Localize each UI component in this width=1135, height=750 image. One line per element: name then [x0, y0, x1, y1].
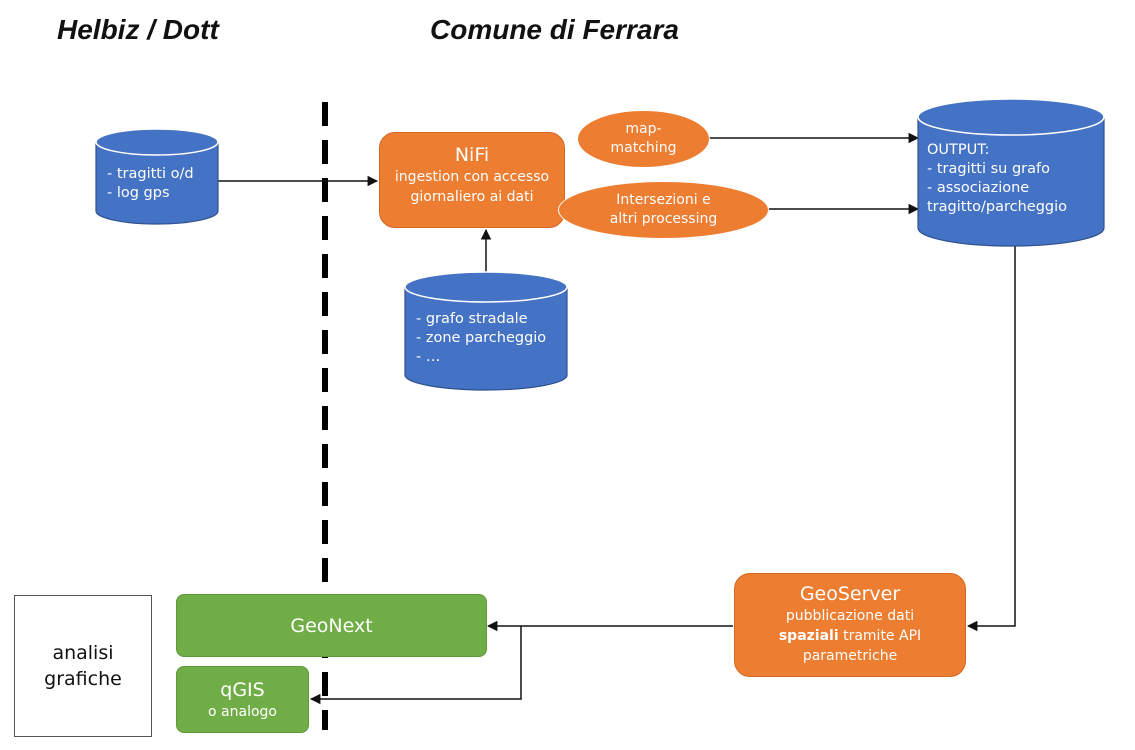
geoserver-title: GeoServer [799, 583, 901, 605]
output-cylinder: OUTPUT: - tragitti su grafo - associazio… [917, 97, 1105, 249]
map-matching-line-2: matching [610, 140, 677, 156]
heading-provider: Helbiz / Dott [57, 14, 219, 45]
source-line-gps: - log gps [107, 185, 170, 201]
geoserver-bold-word: spaziali [778, 628, 839, 644]
map-matching-ellipse: map- matching [577, 110, 710, 168]
geoserver-line-1: pubblicazione dati [785, 608, 915, 624]
output-line-trips: - tragitti su grafo [927, 161, 1050, 177]
map-matching-line-1: map- [625, 121, 662, 137]
analisi-line-2: grafiche [44, 668, 122, 690]
qgis-box: qGIS o analogo [176, 666, 309, 733]
source-data-cylinder: - tragitti o/d - log gps [95, 127, 219, 225]
output-line-association: - associazione [927, 180, 1030, 196]
nifi-line-2: giornaliero ai dati [410, 189, 534, 205]
intersezioni-line-1: Intersezioni e [616, 192, 711, 208]
intersezioni-line-2: altri processing [609, 211, 718, 227]
geonext-label: GeoNext [290, 614, 373, 637]
arrow-output-to-geoserver [966, 246, 1016, 632]
refdata-line-parking: - zone parcheggio [416, 330, 547, 346]
geoserver-line-2: spaziali tramite API [735, 626, 965, 646]
geoserver-line-3: parametriche [802, 648, 898, 664]
heading-municipality: Comune di Ferrara [430, 14, 679, 45]
geoserver-box: GeoServer pubblicazione dati spaziali tr… [734, 573, 966, 677]
refdata-line-graph: - grafo stradale [416, 311, 528, 327]
nifi-line-1: ingestion con accesso [394, 169, 550, 185]
refdata-line-more: - … [416, 349, 441, 365]
analisi-grafiche-box: analisi grafiche [14, 595, 152, 737]
output-line-trip-parking: tragitto/parcheggio [927, 199, 1068, 215]
qgis-title: qGIS [220, 678, 265, 701]
geonext-box: GeoNext [176, 594, 487, 657]
nifi-title: NiFi [454, 144, 490, 166]
arrow-geoserver-to-qgis [309, 626, 522, 705]
intersezioni-ellipse: Intersezioni e altri processing [558, 181, 769, 239]
reference-data-cylinder: - grafo stradale - zone parcheggio - … [404, 270, 568, 392]
geoserver-line-2-rest: tramite API [838, 628, 922, 644]
qgis-subtitle: o analogo [208, 703, 277, 720]
analisi-line-1: analisi [52, 642, 114, 664]
source-line-trips: - tragitti o/d [107, 166, 194, 182]
output-line-header: OUTPUT: [927, 142, 990, 158]
nifi-box: NiFi ingestion con accesso giornaliero a… [379, 132, 565, 228]
